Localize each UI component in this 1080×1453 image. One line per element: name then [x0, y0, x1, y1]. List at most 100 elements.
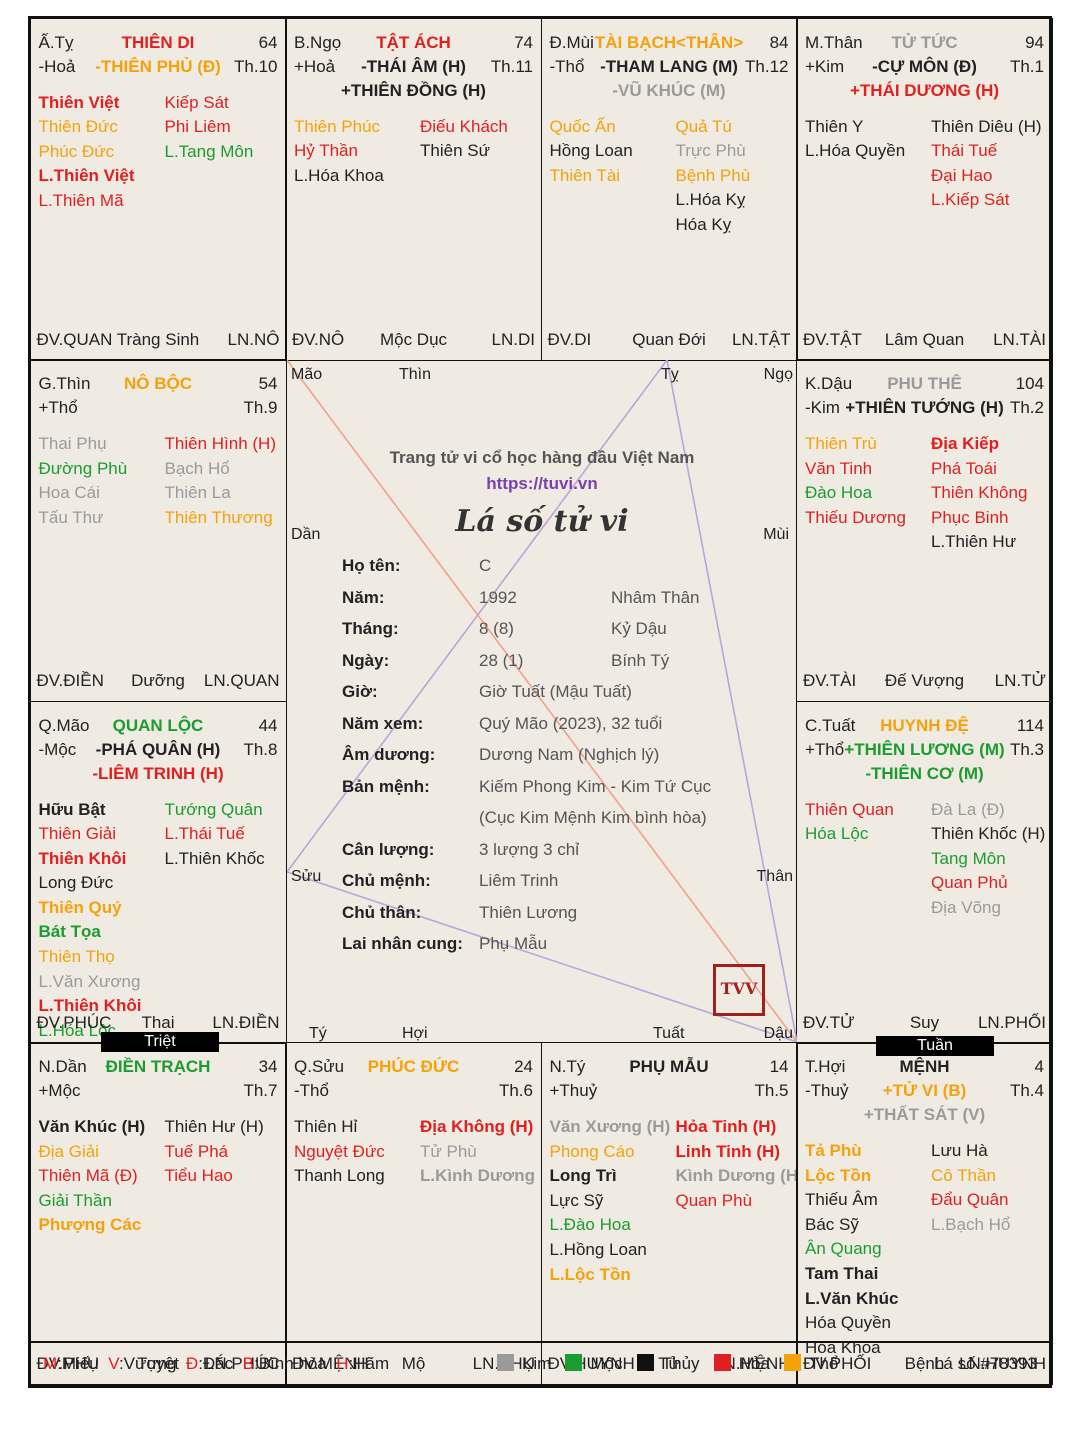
truong-sinh-label: Tuyệt — [137, 1354, 179, 1373]
star-item: Địa Võng — [931, 897, 1001, 917]
star-item: Thiên Phúc — [294, 116, 380, 136]
palace-element: +Thổ — [38, 398, 78, 417]
star-item: L.Hóa Khoa — [294, 165, 384, 185]
main-star: -CỰ MÔN (Đ) — [872, 56, 977, 76]
palace-branch: Q.Sửu — [294, 1057, 345, 1076]
star-item: Tiểu Hao — [164, 1166, 233, 1186]
info-key: Lai nhân cung: — [342, 934, 463, 953]
site-link[interactable]: https://tuvi.vn — [486, 474, 598, 493]
star-item: Đà La (Đ) — [931, 799, 1005, 819]
branch-mao: Mão — [291, 366, 323, 383]
luu-nien-label: LN.TÀI — [993, 329, 1046, 349]
legend-element-label: Kim — [522, 1354, 552, 1373]
truong-sinh-label: Mộ — [401, 1354, 426, 1373]
info-key: Họ tên: — [342, 556, 401, 575]
palace-name: TẬT ÁCH — [376, 32, 451, 52]
star-item: Địa Kiếp — [931, 434, 1000, 453]
palace-age: 34 — [258, 1057, 278, 1076]
palace-month: Th.7 — [243, 1081, 278, 1100]
triet-tag: Triệt — [101, 1032, 219, 1052]
legend-element-label: Hỏa — [738, 1354, 770, 1373]
palace-age: 64 — [258, 32, 278, 52]
star-item: Đẩu Quân — [931, 1190, 1009, 1210]
info-row: Ngày:28 (1)Bính Tý — [342, 651, 782, 673]
legend-bar: M:Miếu V:Vượng Đ:Đắc B:Bình hòa H:Hãm Ki… — [31, 1341, 1049, 1385]
legend-element-label: Thổ — [809, 1354, 839, 1373]
info-row: Âm dương:Dương Nam (Nghịch lý) — [342, 745, 782, 767]
palace-name: PHU THÊ — [887, 374, 962, 393]
star-item: Tang Môn — [931, 848, 1006, 868]
star-item: Thiên Khôi — [38, 848, 127, 868]
star-item: L.Thiên Khôi — [38, 996, 142, 1016]
palace-name: THIÊN DI — [121, 32, 195, 52]
palace-branch: T.Hợi — [805, 1057, 846, 1076]
palace-branch: C.Tuất — [805, 715, 856, 735]
palace-element: +Hoả — [294, 56, 336, 76]
branch-suu: Sửu — [291, 868, 322, 885]
star-item: Thiên Đức — [38, 117, 118, 137]
info-value-2: Kỷ Dậu — [611, 619, 667, 638]
palace-month: Th.8 — [243, 739, 278, 759]
main-star: -VŨ KHÚC (M) — [612, 80, 726, 100]
info-value-2: Nhâm Thân — [611, 587, 700, 607]
main-stars: +TỬ VI (B)+THẤT SÁT (V) — [797, 1081, 1052, 1129]
info-value: C — [479, 556, 492, 575]
star-item: Hỏa Tinh (H) — [675, 1117, 777, 1136]
palace-age: 24 — [514, 1057, 533, 1076]
legend-elements: Kim Mộc Thủy Hỏa Thổ — [497, 1354, 838, 1374]
palace-age: 54 — [258, 374, 278, 393]
star-item: Thái Tuế — [931, 141, 998, 161]
palace-name: ĐIỀN TRẠCH — [105, 1057, 211, 1076]
branch-ty-rat: Tý — [309, 1025, 327, 1042]
star-item: Lực Sỹ — [549, 1190, 604, 1210]
luu-nien-label: LN.TẬT — [731, 329, 791, 349]
palace-name: PHÚC ĐỨC — [367, 1057, 460, 1076]
info-value: 8 (8) — [479, 619, 514, 638]
truong-sinh-label: Tử — [658, 1354, 680, 1373]
star-item: Phá Toái — [931, 458, 997, 478]
info-row: Họ tên: C — [342, 556, 782, 578]
info-key: Giờ: — [342, 682, 378, 701]
tuan-tag: Tuần — [876, 1036, 994, 1056]
branch-mui: Mùi — [763, 526, 789, 543]
truong-sinh-label: Thai — [141, 1012, 175, 1032]
palace-month: Th.10 — [234, 56, 278, 76]
palace-age: 74 — [514, 32, 533, 52]
star-item: Địa Không (H) — [420, 1117, 534, 1136]
branch-ty: Tỵ — [661, 366, 679, 383]
luu-nien-label: LN.TỬ — [994, 671, 1046, 690]
star-item: Thiên Không — [931, 483, 1028, 503]
star-item: L.Hóa Lộc — [38, 1020, 117, 1040]
palace-name: HUYNH ĐỆ — [880, 715, 969, 735]
kim-swatch — [497, 1354, 514, 1371]
star-item: L.Thái Tuế — [164, 824, 245, 844]
info-value: 3 lượng 3 chỉ — [479, 839, 580, 859]
palace-name: TỬ TỨC — [891, 32, 958, 52]
star-item: Quả Tú — [675, 116, 732, 136]
star-item: Thiên Việt — [38, 92, 120, 112]
right-star-column: Hỏa Tinh (H)Linh Tinh (H)Kình Dương (H)Q… — [675, 1117, 797, 1215]
star-item: Đường Phù — [38, 458, 128, 478]
palace-age: 94 — [1025, 32, 1044, 52]
